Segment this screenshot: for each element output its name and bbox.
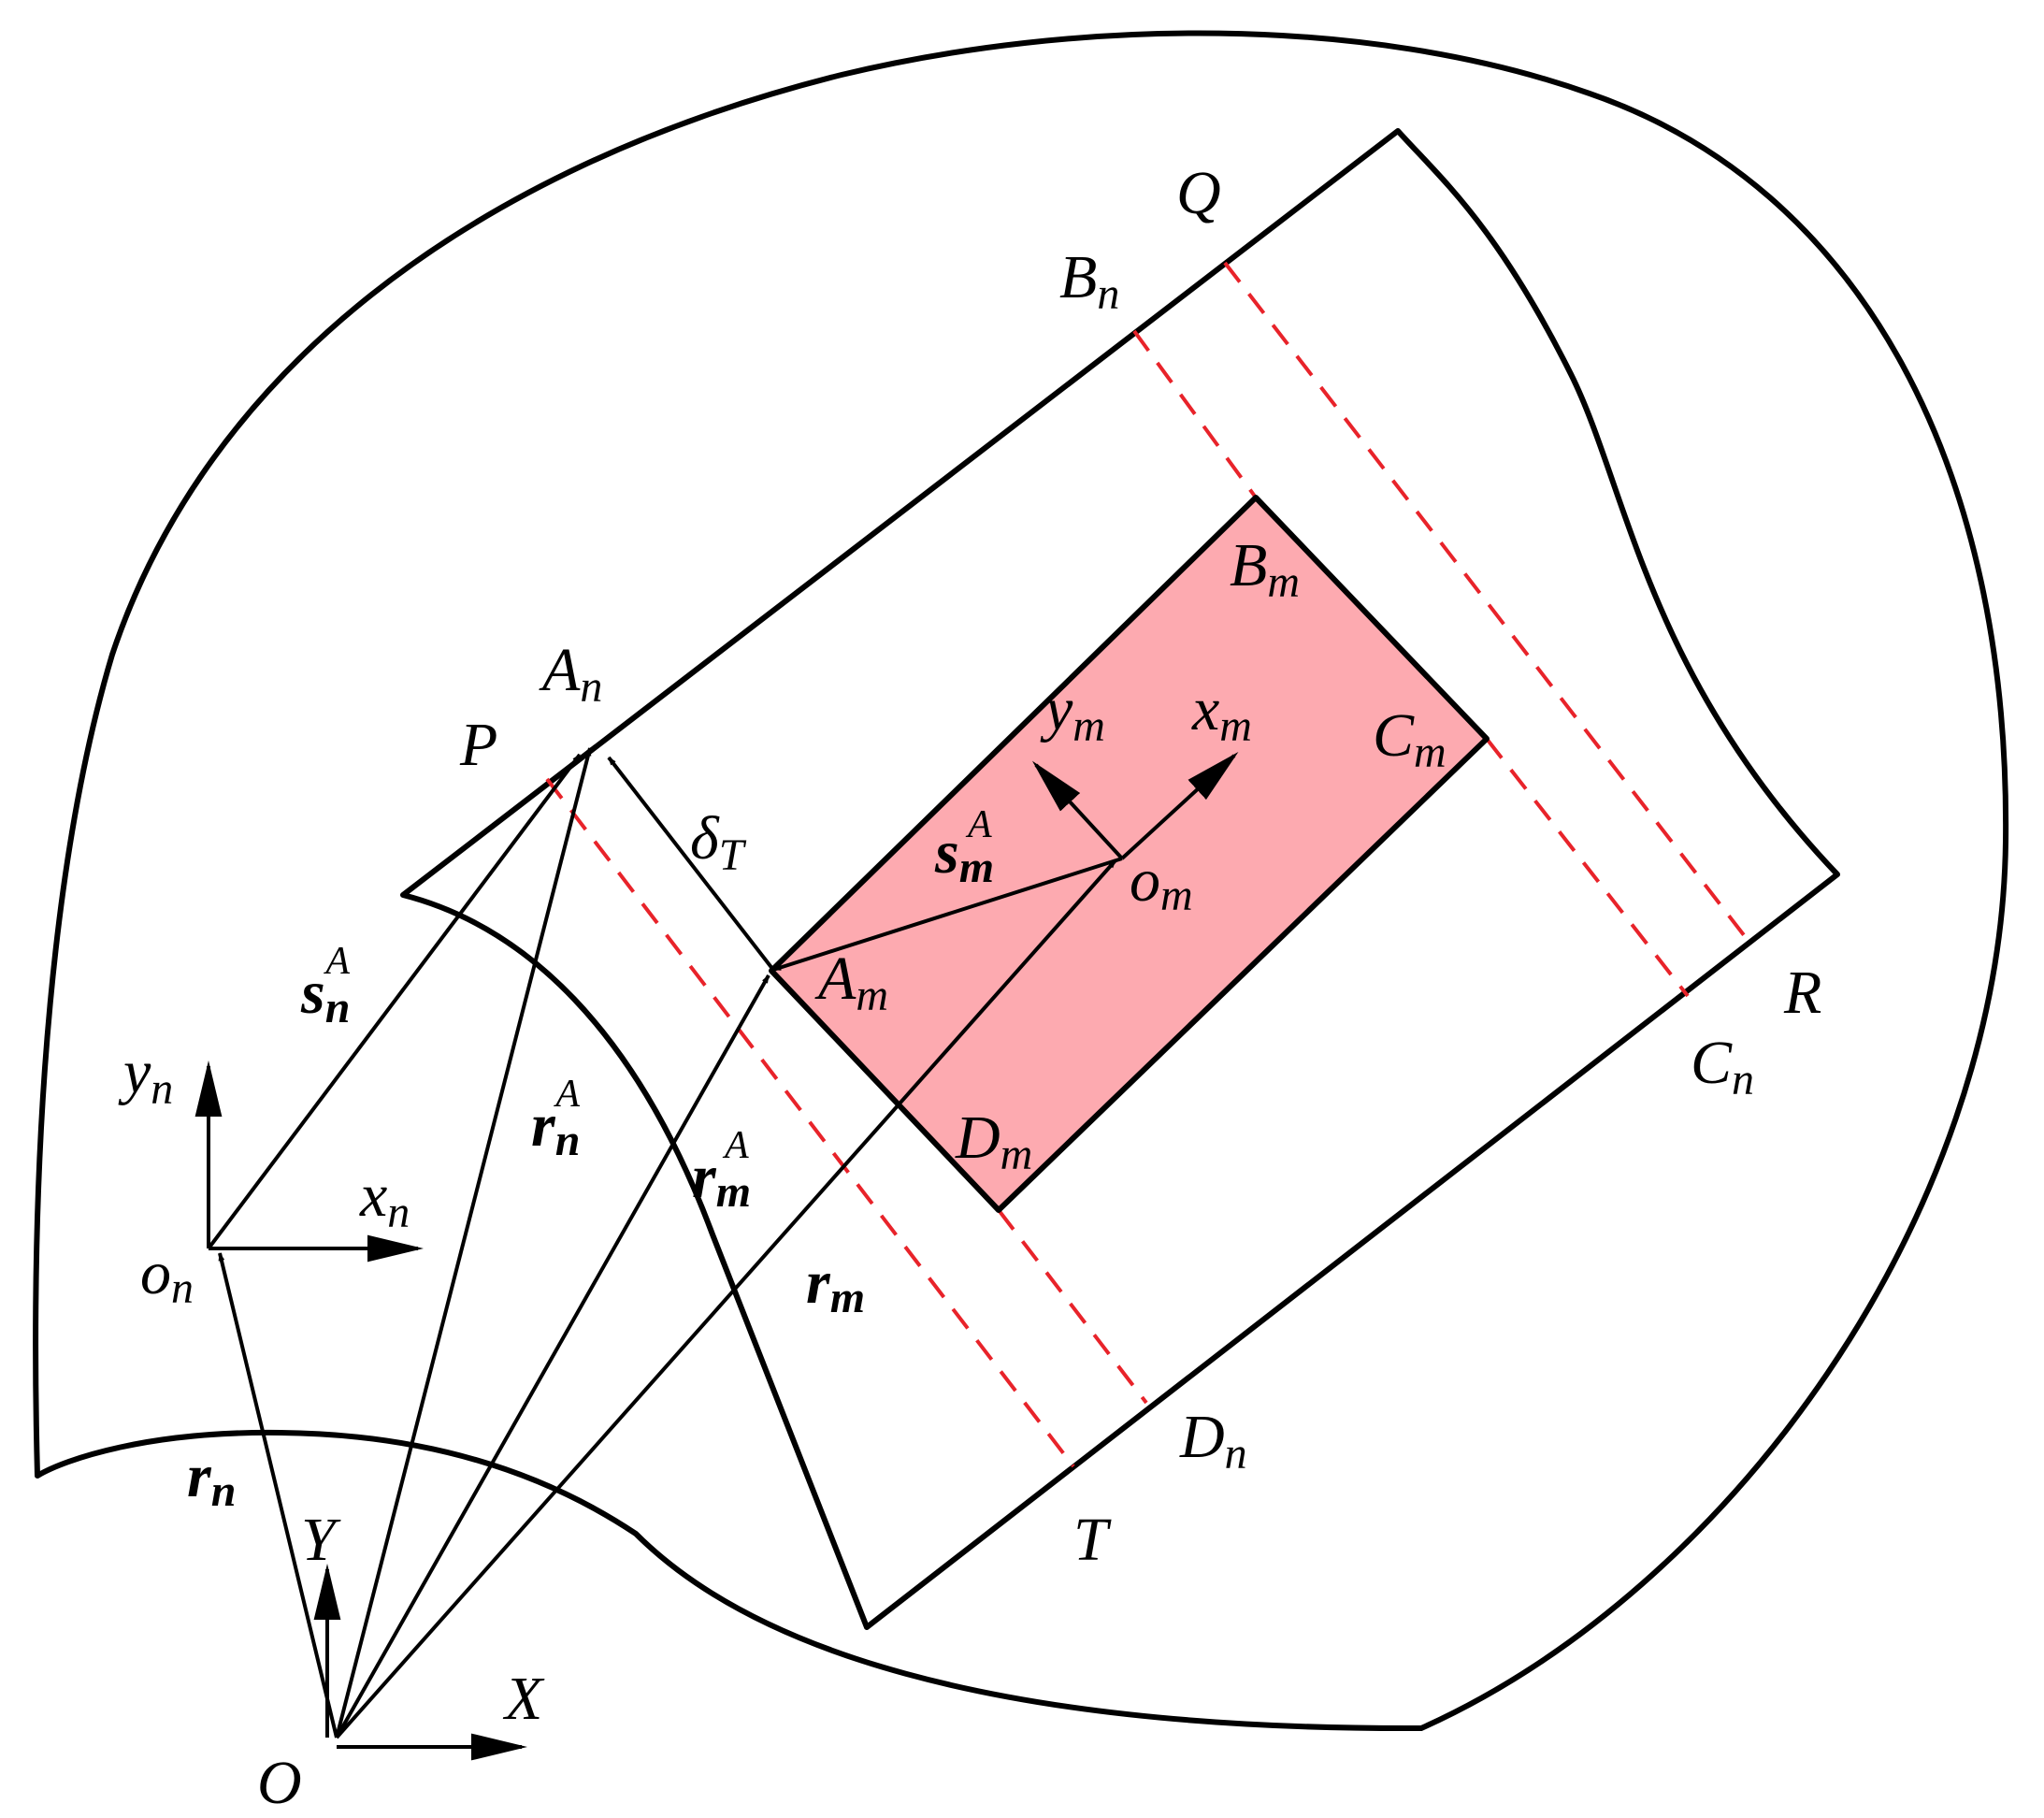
label-yn: yn: [118, 1038, 173, 1114]
label-O: O: [257, 1749, 302, 1817]
label-T: T: [1073, 1506, 1112, 1574]
label-Q: Q: [1176, 159, 1221, 227]
label-Y: Y: [301, 1506, 341, 1574]
dash-P-to-T: [545, 777, 1075, 1468]
label-rmA: rmA: [692, 1124, 751, 1217]
label-Bn: Bn: [1059, 243, 1119, 319]
label-delta-T: δT: [690, 804, 747, 880]
label-R: R: [1783, 959, 1821, 1027]
label-Dn: Dn: [1179, 1403, 1247, 1479]
label-xm: xm: [1191, 675, 1252, 751]
label-om: om: [1130, 846, 1193, 920]
axis-xm: [1120, 751, 1239, 860]
vector-rm: [335, 858, 1117, 1739]
label-An: An: [539, 636, 602, 712]
vector-snA: [207, 753, 582, 1250]
label-P: P: [459, 711, 497, 779]
label-Dm: Dm: [955, 1104, 1032, 1179]
label-Cm: Cm: [1373, 701, 1447, 777]
label-rnA: rnA: [531, 1073, 580, 1165]
label-snA: snA: [300, 940, 350, 1032]
label-Cn: Cn: [1691, 1029, 1754, 1104]
dash-Dm-to-Dn: [997, 1208, 1148, 1405]
label-smA: smA: [934, 803, 994, 892]
label-Am: Am: [814, 945, 888, 1020]
vector-delta-T: [607, 756, 775, 972]
dash-Cm-to-Cn: [1485, 737, 1690, 998]
vector-smA: [772, 857, 1123, 972]
vector-rn: [218, 1252, 338, 1739]
label-xn: xn: [359, 1162, 410, 1237]
label-ym: ym: [1040, 675, 1105, 751]
label-rm: rm: [806, 1248, 865, 1322]
label-rn: rn: [187, 1442, 236, 1516]
dash-Bn-to-Bm: [1132, 329, 1258, 499]
white-plate: [400, 128, 1840, 1630]
dash-Q-to-R: [1223, 261, 1752, 945]
axis-ym: [1031, 760, 1124, 860]
label-X: X: [502, 1665, 545, 1733]
vector-rnA: [335, 747, 592, 1739]
cyan-region: [33, 30, 2009, 1732]
label-on: on: [140, 1239, 194, 1313]
label-Bm: Bm: [1230, 531, 1300, 607]
vector-rmA: [335, 974, 770, 1739]
